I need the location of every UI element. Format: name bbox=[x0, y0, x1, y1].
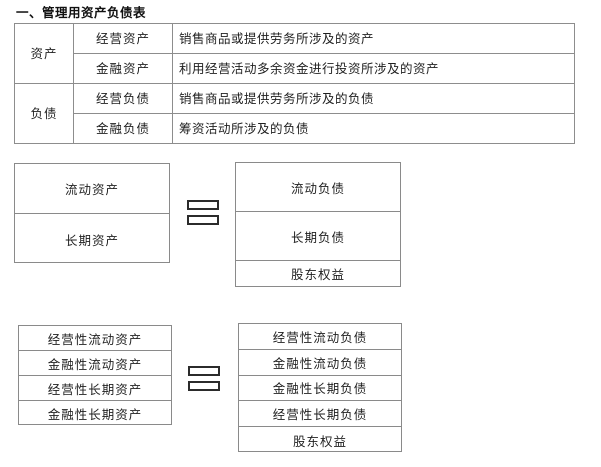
equation-simple-long-term-assets: 长期资产 bbox=[64, 232, 119, 248]
equals-sign-icon bbox=[187, 200, 219, 225]
table-cell-subtype-operating-liabilities: 经营负债 bbox=[73, 83, 173, 114]
equation-simple-long-term-liabilities: 长期负债 bbox=[236, 212, 400, 261]
table-cell-subtype-financial-liabilities: 金融负债 bbox=[73, 113, 173, 144]
equals-bar-top bbox=[188, 366, 220, 376]
equals-bar-top bbox=[187, 200, 219, 210]
equation-detailed-financial-current-assets: 金融性流动资产 bbox=[19, 351, 171, 376]
equals-bar-bottom bbox=[188, 381, 220, 391]
equals-bar-bottom bbox=[187, 215, 219, 225]
equation-detailed-operating-long-term-liabilities: 经营性长期负债 bbox=[239, 401, 401, 428]
equation-detailed-operating-current-assets: 经营性流动资产 bbox=[19, 326, 171, 351]
equation-detailed-assets-stack: 经营性流动资产 金融性流动资产 经营性长期资产 金融性长期资产 bbox=[18, 325, 172, 425]
equation-detailed-shareholders-equity: 股东权益 bbox=[292, 433, 347, 449]
equals-sign-icon bbox=[188, 366, 220, 391]
table-body: 资产 经营资产 销售商品或提供劳务所涉及的资产 金融资产 利用经营活动多余资金进… bbox=[14, 23, 575, 144]
table-cell-description-operating-liabilities: 销售商品或提供劳务所涉及的负债 bbox=[172, 83, 575, 114]
table-row: 金融资产 利用经营活动多余资金进行投资所涉及的资产 bbox=[15, 53, 575, 84]
equation-simple-liabilities-equity-stack: 流动负债 长期负债 股东权益 bbox=[235, 162, 401, 287]
table-cell-description-financial-liabilities: 筹资活动所涉及的负债 bbox=[172, 113, 575, 144]
table-cell-category-liabilities: 负债 bbox=[14, 83, 74, 144]
equation-simple-current-assets: 流动资产 bbox=[15, 164, 169, 214]
asset-liability-definition-table: 资产 经营资产 销售商品或提供劳务所涉及的资产 金融资产 利用经营活动多余资金进… bbox=[14, 23, 575, 144]
equation-simple-current-liabilities: 流动负债 bbox=[236, 163, 400, 212]
page-title: 一、管理用资产负债表 bbox=[16, 5, 147, 20]
equation-simple-shareholders-equity: 股东权益 bbox=[290, 267, 345, 282]
table-row: 金融负债 筹资活动所涉及的负债 bbox=[15, 113, 575, 144]
equation-simple-assets-stack: 流动资产 长期资产 bbox=[14, 163, 170, 263]
equation-detailed-financial-long-term-assets: 金融性长期资产 bbox=[47, 407, 143, 422]
equation-detailed-financial-current-liabilities: 金融性流动负债 bbox=[239, 350, 401, 376]
equation-detailed-liabilities-equity-stack: 经营性流动负债 金融性流动负债 金融性长期负债 经营性长期负债 股东权益 bbox=[238, 323, 402, 452]
equation-detailed-operating-long-term-assets: 经营性长期资产 bbox=[19, 376, 171, 401]
table-row: 资产 经营资产 销售商品或提供劳务所涉及的资产 bbox=[14, 23, 575, 84]
table-row: 负债 经营负债 销售商品或提供劳务所涉及的负债 bbox=[14, 83, 575, 144]
table-cell-category-assets: 资产 bbox=[14, 23, 74, 84]
table-cell-subtype-financial-assets: 金融资产 bbox=[73, 53, 173, 84]
equation-detailed-financial-long-term-liabilities: 金融性长期负债 bbox=[239, 376, 401, 402]
equation-detailed-operating-current-liabilities: 经营性流动负债 bbox=[239, 324, 401, 350]
table-cell-subtype-operating-assets: 经营资产 bbox=[73, 23, 173, 54]
table-cell-description-operating-assets: 销售商品或提供劳务所涉及的资产 bbox=[172, 23, 575, 54]
